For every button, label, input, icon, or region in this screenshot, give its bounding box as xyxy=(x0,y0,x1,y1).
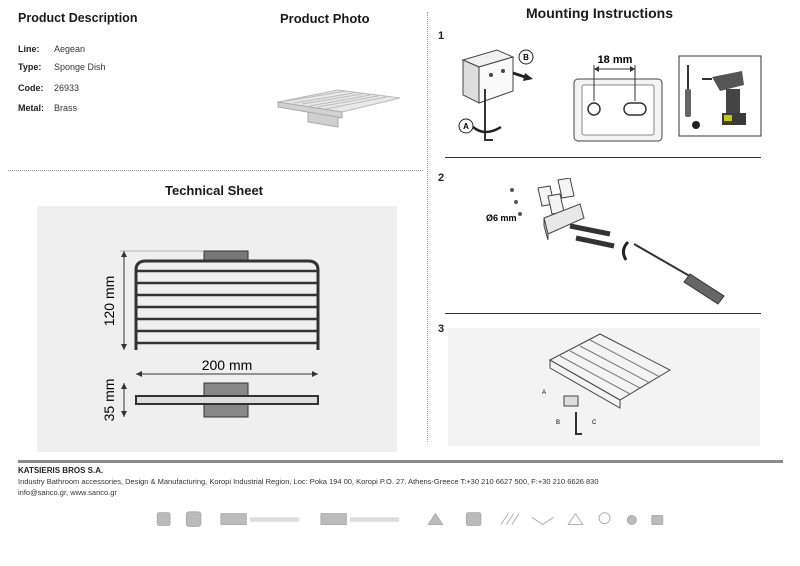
brush-logo-icon xyxy=(500,513,520,525)
product-metal-value: Brass xyxy=(54,103,78,113)
vertical-divider xyxy=(427,12,428,442)
step1-dimension-label: 18 mm xyxy=(598,54,633,66)
warranty-logo-icon xyxy=(465,512,482,526)
product-line-key: Line: xyxy=(18,44,40,54)
product-line-row: Line: Aegean xyxy=(18,44,85,54)
product-type-row: Type: Sponge Dish xyxy=(18,62,106,72)
step1-label-b: B xyxy=(523,53,529,62)
sun-logo-icon xyxy=(598,512,611,525)
step3-label-a: A xyxy=(542,390,546,396)
product-photo-heading: Product Photo xyxy=(280,11,370,26)
step1-bracket-illustration: B A xyxy=(458,49,534,141)
step-number-2: 2 xyxy=(438,172,445,184)
drop-logo-icon xyxy=(626,515,637,525)
product-line-value: Aegean xyxy=(54,44,86,54)
product-type-value: Sponge Dish xyxy=(54,62,106,72)
step3-mounting-illustration: A B C xyxy=(542,333,672,435)
step3-label-c: C xyxy=(592,420,597,426)
tools-illustration xyxy=(678,55,762,137)
step3-label-b: B xyxy=(556,420,560,426)
height-dimension-label: 120 mm xyxy=(101,276,117,327)
footer-bar xyxy=(18,460,783,463)
step-separator-2 xyxy=(445,313,761,314)
mounting-instructions-heading: Mounting Instructions xyxy=(526,5,673,21)
step-number-1: 1 xyxy=(438,30,445,42)
product-code-row: Code: 26933 xyxy=(18,83,79,93)
technical-drawing: 120 mm 200 mm 35 mm xyxy=(101,250,320,422)
product-metal-row: Metal: Brass xyxy=(18,103,77,113)
chevron-logo-icon xyxy=(531,516,554,526)
product-code-key: Code: xyxy=(18,83,44,93)
step-separator-1 xyxy=(445,157,761,158)
nickel-logo-icon xyxy=(651,515,664,525)
company-name: KATSIERIS BROS S.A. xyxy=(18,466,104,475)
step2-screws-illustration: Ø6 mm xyxy=(486,178,725,305)
mountain-logo-icon xyxy=(427,512,444,525)
company-address: Industry Bathroom accessories, Design & … xyxy=(18,477,599,486)
step1-label-a: A xyxy=(463,122,469,131)
product-photo-image xyxy=(277,89,401,128)
hotel-logo-icon xyxy=(156,512,171,526)
width-dimension-label: 200 mm xyxy=(202,357,253,373)
depth-dimension-label: 35 mm xyxy=(101,379,117,422)
product-description-heading: Product Description xyxy=(18,11,138,25)
step2-dimension-label: Ø6 mm xyxy=(486,213,517,223)
product-type-key: Type: xyxy=(18,62,42,72)
company-contacts: info@sanco.gr, www.sanco.gr xyxy=(18,488,117,497)
quality-seal-icon xyxy=(185,511,202,527)
certification-logos xyxy=(156,511,664,527)
step1-dimension-illustration: 18 mm xyxy=(573,54,663,142)
horizontal-divider xyxy=(8,170,423,171)
recycle-logo-icon xyxy=(567,512,584,525)
technical-sheet-heading: Technical Sheet xyxy=(165,183,264,198)
product-code-value: 26933 xyxy=(54,83,80,93)
iso-14001-badge-icon xyxy=(320,513,347,525)
step-number-3: 3 xyxy=(438,323,445,335)
product-metal-key: Metal: xyxy=(18,103,45,113)
iso-9001-badge-icon xyxy=(220,513,247,525)
